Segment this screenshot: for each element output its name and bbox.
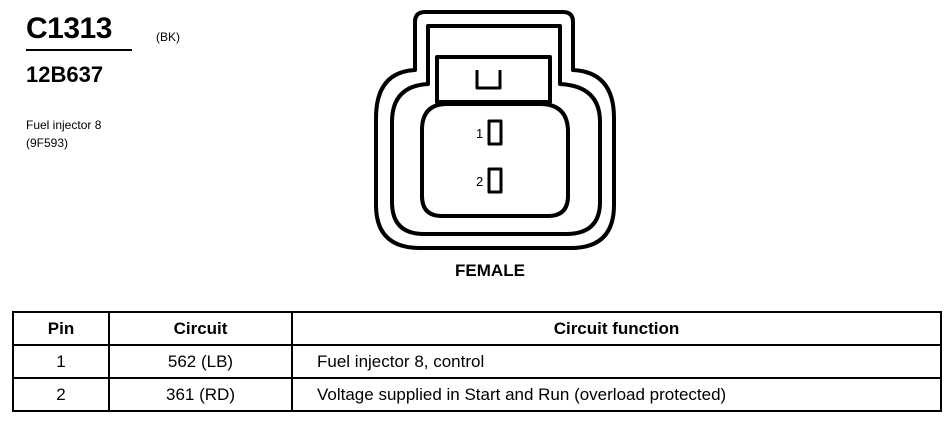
pin-1-label: 1 bbox=[476, 126, 483, 141]
cell-circuit-function: Voltage supplied in Start and Run (overl… bbox=[291, 377, 942, 412]
cell-circuit: 361 (RD) bbox=[108, 377, 293, 412]
pin-table: Pin Circuit Circuit function 1 562 (LB) … bbox=[12, 311, 942, 412]
view-label: FEMALE bbox=[455, 261, 525, 280]
pin-2-slot bbox=[487, 167, 503, 194]
cell-pin: 2 bbox=[12, 377, 110, 412]
component-code: (9F593) bbox=[26, 136, 69, 150]
latch-outline bbox=[435, 55, 552, 104]
pin-2-label: 2 bbox=[476, 174, 483, 189]
header-circuit: Circuit bbox=[108, 311, 293, 346]
connector-id: C1313 bbox=[26, 12, 112, 45]
terminal-cavity-outline bbox=[420, 102, 570, 218]
pin-1-slot bbox=[487, 119, 503, 146]
table-header-row: Pin Circuit Circuit function bbox=[12, 311, 942, 346]
table-row: 1 562 (LB) Fuel injector 8, control bbox=[12, 344, 942, 379]
connector-face-diagram: 1 2 bbox=[374, 10, 616, 250]
housing-outer-outline bbox=[374, 10, 616, 250]
cell-circuit: 562 (LB) bbox=[108, 344, 293, 379]
component-description: Fuel injector 8 bbox=[26, 118, 102, 132]
connector-color-code: (BK) bbox=[156, 30, 180, 44]
cell-pin: 1 bbox=[12, 344, 110, 379]
part-number: 12B637 bbox=[26, 62, 104, 87]
header-pin: Pin bbox=[12, 311, 110, 346]
cell-circuit-function: Fuel injector 8, control bbox=[291, 344, 942, 379]
connector-id-underline bbox=[26, 49, 132, 51]
header-circuit-function: Circuit function bbox=[291, 311, 942, 346]
housing-inner-outline bbox=[390, 24, 602, 236]
table-row: 2 361 (RD) Voltage supplied in Start and… bbox=[12, 377, 942, 412]
latch-notch bbox=[475, 70, 502, 90]
